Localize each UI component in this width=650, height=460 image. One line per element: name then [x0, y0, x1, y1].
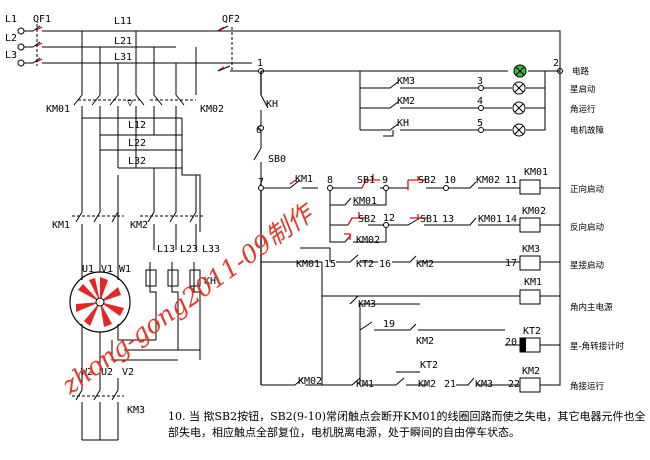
legend-rev-start: 反向启动	[570, 222, 605, 233]
node-7: 7	[258, 177, 264, 188]
legend-motor-fault: 电机故障	[570, 125, 605, 136]
kh-ctrl-label: KH	[266, 99, 278, 110]
row19-km2-label: KM2	[416, 336, 434, 347]
node-12: 12	[383, 213, 395, 224]
legend-delta-run: 角运行	[570, 104, 596, 115]
caption-text: 10. 当 揿SB2按钮，SB2(9-10)常闭触点会断开KM01的线圈回路而使…	[168, 410, 646, 439]
node-10: 10	[444, 175, 456, 186]
row7-sb1-label: SB1	[357, 175, 375, 186]
bus-l12-label: L12	[128, 120, 146, 131]
row7-km02-label: KM02	[476, 175, 500, 186]
km01-contacts	[73, 94, 119, 168]
motor-w1-label: W1	[119, 264, 131, 275]
coil-km3	[519, 255, 541, 271]
legend-power: 电路	[572, 66, 590, 77]
motor-u1-label: U1	[82, 264, 94, 275]
node-2: 2	[553, 58, 559, 69]
node-21: 21	[444, 379, 456, 390]
node-17: 17	[505, 258, 517, 269]
bus-l32-label: L32	[128, 156, 146, 167]
kh-power-label: KH	[204, 276, 216, 287]
bus-l11-label: L11	[114, 16, 132, 27]
motor-rotor	[76, 277, 124, 327]
coil-km01	[519, 179, 541, 195]
phase-label-l3: L3	[5, 50, 17, 61]
bus-l23-label: L23	[180, 244, 198, 255]
node-4: 4	[477, 96, 483, 107]
row7-sb2-label: SB2	[418, 175, 436, 186]
node-6: 6	[256, 125, 262, 136]
coil-km1-label: KM1	[524, 277, 542, 288]
row9-sb2-label: SB2	[358, 214, 376, 225]
node-9: 9	[382, 175, 388, 186]
row15-km2-label: KM2	[416, 259, 434, 270]
row9-sb1-label: SB1	[420, 214, 438, 225]
lamp-km3-label: KM3	[397, 76, 415, 87]
interlock-symbol: ▽	[127, 98, 133, 109]
motor-v2-label: V2	[122, 367, 134, 378]
coil-kt2-label: KT2	[523, 326, 541, 337]
coil-km3-label: KM3	[522, 244, 540, 255]
row22-km2-label: KM2	[418, 379, 436, 390]
legend-star-connect: 星接启动	[570, 260, 605, 271]
motor-u2-label: U2	[101, 367, 113, 378]
legend-labels: 电路 星启动 角运行 电机故障 正向启动 反向启动 星接启动 角内主电源 星-角…	[570, 66, 625, 392]
km2-power-label: KM2	[130, 220, 148, 231]
node-3: 3	[477, 76, 483, 87]
breaker-qf1-label: QF1	[33, 14, 51, 25]
legend-delta-main: 角内主电源	[570, 302, 613, 313]
sb0-label: SB0	[268, 154, 286, 165]
lamp-km2-label: KM2	[397, 96, 415, 107]
km1-power-label: KM1	[52, 220, 70, 231]
node-8: 8	[327, 175, 333, 186]
row22-km3-label: KM3	[475, 379, 493, 390]
row10-km02-label: KM02	[356, 235, 380, 246]
row22-kt2-label: KT2	[420, 360, 438, 371]
km02-power-label: KM02	[200, 104, 224, 115]
row15-kt2-label: KT2	[356, 259, 374, 270]
node-16: 16	[379, 259, 391, 270]
node-19: 19	[383, 319, 395, 330]
node-11: 11	[505, 175, 517, 186]
phase-label-l1: L1	[5, 14, 17, 25]
km01-power-label: KM01	[46, 104, 70, 115]
coil-km02-label: KM02	[522, 206, 546, 217]
phase-terminals: L1 L2 L3	[5, 14, 25, 67]
node-15: 15	[324, 259, 336, 270]
row9-km01-label: KM01	[478, 214, 502, 225]
lamp-kh-label: KH	[397, 118, 409, 129]
km3-power-label: KM3	[127, 405, 145, 416]
row15-km01-label: KM01	[296, 259, 320, 270]
bus-l13-label: L13	[157, 244, 175, 255]
legend-delta-connect: 角接运行	[570, 381, 605, 392]
row-km3-label: KM3	[358, 299, 376, 310]
legend-star-start: 星启动	[570, 84, 596, 95]
coil-km2-label: KM2	[522, 366, 540, 377]
bus-l31-label: L31	[114, 52, 132, 63]
coil-km02	[519, 217, 541, 233]
node-1: 1	[257, 58, 263, 69]
phase-label-l2: L2	[5, 33, 17, 44]
breaker-qf2-label: QF2	[222, 14, 240, 25]
row8-km01-label: KM01	[353, 196, 377, 207]
node-5: 5	[477, 118, 483, 129]
row7-km1-label: KM1	[295, 174, 313, 185]
motor-w2-label: W2	[81, 367, 93, 378]
node-14: 14	[505, 214, 517, 225]
bus-l21-label: L21	[114, 36, 132, 47]
legend-fwd-start: 正向启动	[570, 184, 605, 195]
coil-km01-label: KM01	[524, 167, 548, 178]
coil-km2	[519, 377, 541, 393]
row22-km02-label: KM02	[298, 376, 322, 387]
motor-v1-label: V1	[101, 264, 113, 275]
node-20: 20	[505, 337, 517, 348]
node-13: 13	[442, 214, 454, 225]
bus-l22-label: L22	[128, 138, 146, 149]
coil-km1	[519, 289, 541, 305]
row22-km1-label: KM1	[356, 379, 374, 390]
legend-star-delta-timer: 星-角转接计时	[570, 341, 625, 352]
bus-l33-label: L33	[202, 244, 220, 255]
